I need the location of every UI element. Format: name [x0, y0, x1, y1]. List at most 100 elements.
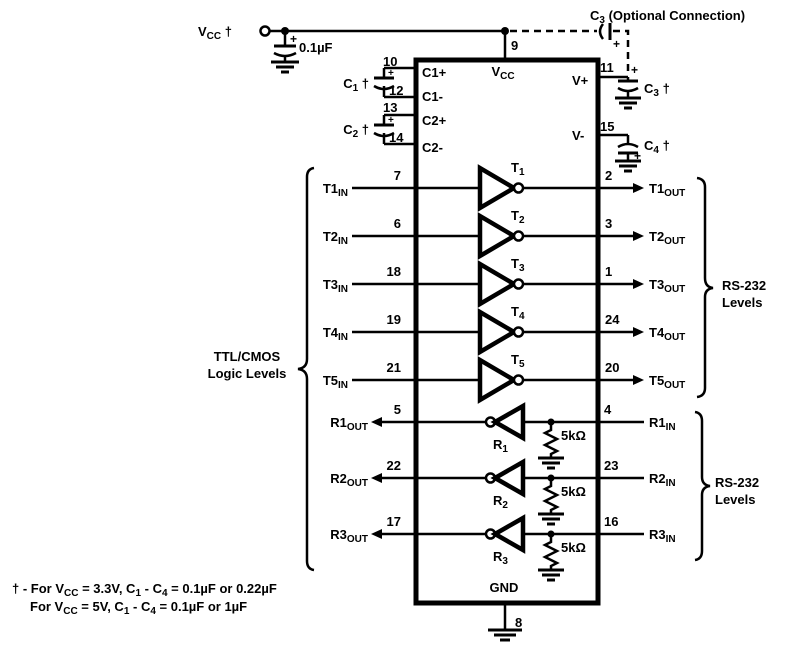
t3-in-label: T3IN: [323, 277, 348, 295]
c2-cap-label: C2 †: [343, 122, 369, 140]
rs232-top-label-line2: Levels: [722, 295, 762, 310]
ground-symbol: [488, 628, 522, 642]
right-brace-bottom: [694, 410, 711, 562]
vcc-terminal-circle: [259, 25, 271, 37]
c1-cap-label: C1 †: [343, 76, 369, 94]
receiver-channel-1: R1OUT 5 R1 5kΩ 4 R1IN: [330, 402, 676, 470]
r3-name-label: R3: [493, 549, 508, 567]
cap-plus-sign: +: [613, 37, 620, 51]
pin-number: 2: [605, 168, 612, 183]
junction-dot: [547, 530, 555, 538]
dashed-wire: [613, 29, 630, 76]
rs232-group-bottom: RS-232 Levels: [694, 410, 759, 562]
t2-out-label: T2OUT: [649, 229, 685, 247]
vminus-section: 15 V- + C4 †: [572, 119, 670, 173]
c3-cap-label: C3 †: [644, 81, 670, 99]
pin-number: 22: [387, 458, 401, 473]
transmitter-channel-4: T4IN 19 T4 24 T4OUT: [323, 304, 685, 356]
rs232-top-label-line1: RS-232: [722, 278, 766, 293]
t4-name-label: T4: [511, 304, 525, 322]
c1-minus-pad-label: C1-: [422, 89, 443, 104]
t3-name-label: T3: [511, 256, 525, 274]
transmitter-channel-5: T5IN 21 T5 20 T5OUT: [323, 352, 685, 404]
arrowhead-left: [371, 473, 382, 483]
t1-in-label: T1IN: [323, 181, 348, 199]
receiver-channel-3: R3OUT 17 R3 5kΩ 16 R3IN: [330, 514, 676, 582]
r2-out-label: R2OUT: [330, 471, 368, 489]
transmitter-triangle: [477, 356, 519, 404]
rs232-group-top: RS-232 Levels: [696, 176, 766, 399]
pin-number: 6: [394, 216, 401, 231]
ground-symbol: [538, 456, 564, 470]
t5-out-label: T5OUT: [649, 373, 685, 391]
footnote-line-1: † - For VCC = 3.3V, C1 - C4 = 0.1µF or 0…: [12, 581, 277, 599]
inverter-bubble: [512, 374, 525, 386]
cap-plus-sign: +: [634, 149, 641, 163]
transmitter-triangle: [477, 260, 519, 308]
pin-number: 17: [387, 514, 401, 529]
gnd-section: GND 8: [488, 580, 522, 642]
pin-number: 15: [600, 119, 614, 134]
t4-out-label: T4OUT: [649, 325, 685, 343]
cap-plus-sign: +: [290, 32, 297, 46]
pin-number: 10: [383, 54, 397, 69]
c3-optional-connection: C3 (Optional Connection) +: [510, 8, 745, 76]
r3-out-label: R3OUT: [330, 527, 368, 545]
pin-number: 9: [511, 38, 518, 53]
pin-number: 18: [387, 264, 401, 279]
arrowhead-right: [633, 279, 644, 289]
footnote-line-2: For VCC = 5V, C1 - C4 = 0.1µF or 1µF: [30, 599, 247, 617]
pin-number: 1: [605, 264, 612, 279]
vcc-input-section: VCC † + 0.1µF: [198, 24, 505, 74]
junction-dot: [547, 474, 555, 482]
ground-symbol: [615, 96, 641, 110]
pin9-vcc-section: 9 VCC: [491, 27, 518, 82]
inverter-bubble: [512, 326, 525, 338]
gnd-pin-label: GND: [490, 580, 519, 595]
pin-number: 12: [389, 83, 403, 98]
cap-plus-sign: +: [631, 63, 638, 77]
ground-symbol: [271, 60, 299, 74]
receiver-channel-2: R2OUT 22 R2 5kΩ 23 R2IN: [330, 458, 676, 526]
resistor-value: 5kΩ: [561, 428, 586, 443]
transmitter-channel-3: T3IN 18 T3 1 T3OUT: [323, 256, 685, 308]
ttl-cmos-label-line1: TTL/CMOS: [214, 349, 281, 364]
pin-number: 21: [387, 360, 401, 375]
r1-out-label: R1OUT: [330, 415, 368, 433]
arrowhead-left: [371, 529, 382, 539]
cap-plus-sign: +: [388, 115, 394, 126]
t5-name-label: T5: [511, 352, 525, 370]
footnote: † - For VCC = 3.3V, C1 - C4 = 0.1µF or 0…: [12, 581, 277, 617]
flying-cap-c1: + 10 12 C1+ C1- C1 †: [343, 54, 446, 104]
cap-plus-sign: +: [388, 68, 394, 79]
rs232-bottom-label-line2: Levels: [715, 492, 755, 507]
vcc-input-label: VCC †: [198, 24, 232, 42]
ground-symbol: [538, 512, 564, 526]
right-brace-top: [696, 176, 714, 399]
pin-number: 4: [604, 402, 612, 417]
t4-in-label: T4IN: [323, 325, 348, 343]
vplus-pin-label: V+: [572, 73, 589, 88]
transmitter-triangle: [477, 212, 519, 260]
cap-plate-curved: [373, 131, 395, 138]
pulldown-resistor: [542, 537, 560, 570]
c2-minus-pad-label: C2-: [422, 140, 443, 155]
cap-plate-curved: [598, 23, 605, 40]
pin-number: 23: [604, 458, 618, 473]
vplus-section: 11 V+ + C3 †: [572, 60, 670, 110]
arrowhead-right: [633, 375, 644, 385]
arrowhead-right: [633, 231, 644, 241]
arrowhead-left: [371, 417, 382, 427]
t2-name-label: T2: [511, 208, 525, 226]
pin-number: 11: [600, 60, 614, 75]
cap-plate-curved: [373, 84, 395, 91]
transmitter-triangle: [477, 308, 519, 356]
r2-in-label: R2IN: [649, 471, 676, 489]
inverter-bubble: [512, 230, 525, 242]
pin-number: 7: [394, 168, 401, 183]
t1-out-label: T1OUT: [649, 181, 685, 199]
cap-plate-curved: [617, 86, 639, 93]
vcc-pin-label: VCC: [491, 64, 514, 82]
arrowhead-right: [633, 183, 644, 193]
